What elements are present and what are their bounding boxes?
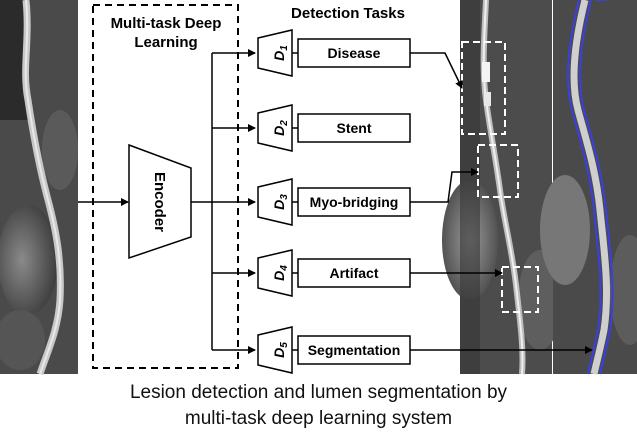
task-box-artifact — [297, 258, 411, 288]
arrow-disease-output — [410, 52, 463, 89]
decoder-d1 — [257, 29, 293, 77]
decoder-d3-label: D3 — [271, 194, 290, 210]
task-label-stent: Stent — [337, 120, 372, 136]
caption-line2: multi-task deep learning system — [184, 408, 453, 429]
figure-caption: Lesion detection and lumen segmentation … — [0, 380, 637, 432]
decoder-d2-label: D2 — [271, 120, 290, 136]
task-label-disease: Disease — [328, 45, 381, 61]
output-arrows — [410, 52, 593, 354]
decoder-d1-label: D1 — [271, 45, 290, 61]
lesion-box-artifact — [501, 266, 539, 313]
detection-tasks-heading: Detection Tasks — [291, 5, 405, 22]
decoder-blocks — [257, 29, 293, 374]
segmentation-ct-image — [540, 0, 637, 375]
decoder-d4 — [257, 249, 293, 297]
arrow-myo-bridging-output — [410, 168, 479, 203]
task-label-segmentation: Segmentation — [308, 342, 401, 358]
encoder-label: Encoder — [151, 172, 168, 232]
encoder-block — [128, 143, 192, 260]
framework-title-line1: Multi-task Deep — [111, 15, 222, 32]
decoder-d3 — [257, 178, 293, 226]
caption-line1: Lesion detection and lumen segmentation … — [129, 382, 508, 403]
task-box-stent — [297, 113, 411, 143]
decoder-d5-label: D5 — [271, 342, 290, 358]
task-label-artifact: Artifact — [329, 265, 378, 281]
decoder-d4-label: D4 — [271, 265, 290, 281]
detection-ct-image — [442, 0, 562, 375]
decoder-to-task-arrows — [292, 52, 298, 351]
task-boxes — [297, 38, 411, 365]
decoder-d5 — [257, 326, 293, 374]
task-label-myo-bridging: Myo-bridging — [310, 194, 399, 210]
multitask-framework-box — [92, 4, 239, 369]
task-box-segmentation — [297, 335, 411, 365]
lumen-segmentation-overlay — [567, 0, 614, 375]
framework-title-line2: Learning — [134, 34, 197, 51]
decoder-d2 — [257, 104, 293, 152]
input-ct-image — [0, 0, 78, 376]
encoder-connectors — [191, 49, 256, 354]
